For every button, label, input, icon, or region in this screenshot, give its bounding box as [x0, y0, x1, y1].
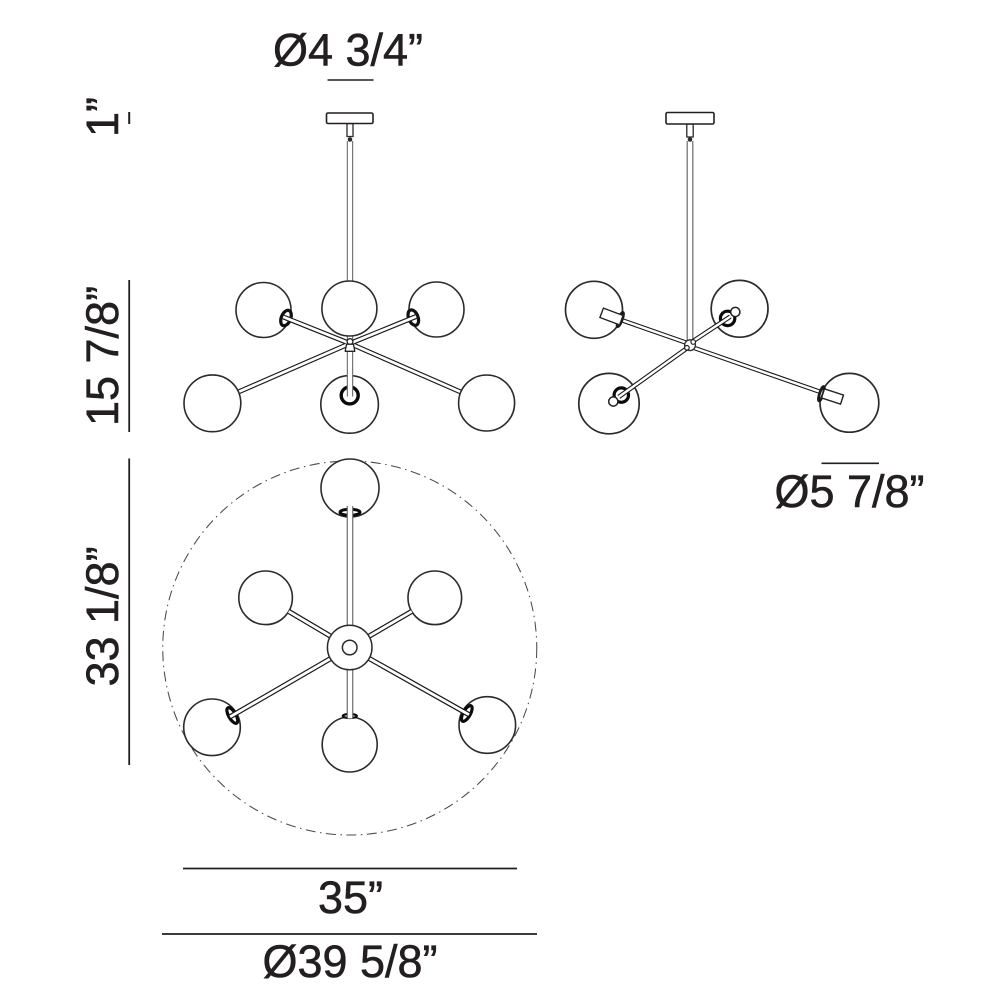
svg-text:Ø4 3/4”: Ø4 3/4” [273, 25, 423, 76]
svg-text:33 1/8”: 33 1/8” [77, 546, 128, 686]
svg-text:Ø39 5/8”: Ø39 5/8” [262, 936, 437, 987]
svg-text:15 7/8”: 15 7/8” [77, 286, 128, 426]
svg-text:1”: 1” [77, 97, 128, 137]
svg-text:Ø5 7/8”: Ø5 7/8” [774, 466, 924, 517]
svg-text:35”: 35” [318, 872, 383, 923]
